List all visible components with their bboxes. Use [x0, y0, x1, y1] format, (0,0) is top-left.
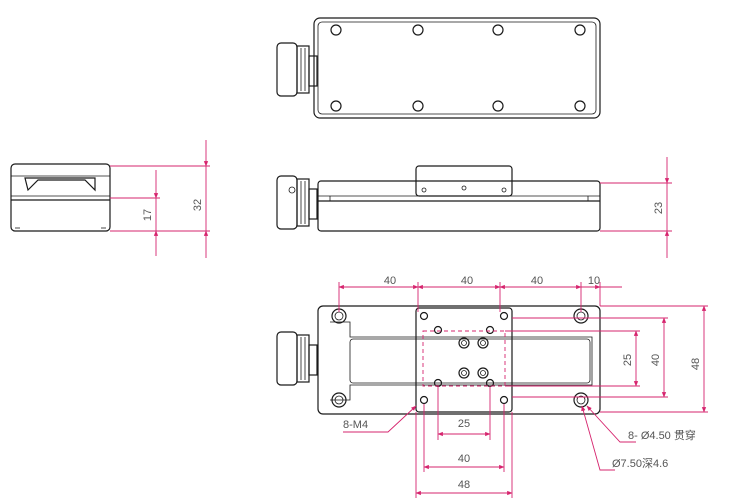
- dim-right-48: 48: [690, 358, 702, 370]
- carriage-plan: [415, 307, 513, 413]
- dim-bottom-25: 25: [458, 418, 470, 430]
- callout-counterbore: Ø7.50深4.6: [612, 457, 668, 470]
- front-view: [276, 165, 601, 232]
- dim-top-40-b: 40: [461, 275, 473, 287]
- front-view-dims: [600, 157, 672, 258]
- knob-top-view: [276, 42, 318, 97]
- plan-bottom-dims: [415, 386, 513, 498]
- knob-front-view: [276, 175, 318, 230]
- callout-thread: 8-M4: [343, 419, 368, 431]
- base-plan: [317, 305, 601, 415]
- dim-right-40: 40: [650, 354, 662, 366]
- dim-top-40-c: 40: [531, 275, 543, 287]
- corner-holes-plan: [331, 308, 589, 408]
- dim-32: 32: [192, 199, 204, 211]
- dim-bottom-48: 48: [458, 479, 470, 491]
- stage-body-top: [313, 17, 601, 119]
- end-view-dims: [110, 140, 210, 258]
- plan-view: [276, 305, 601, 415]
- dim-17: 17: [142, 209, 154, 221]
- knob-plan-view: [276, 331, 318, 386]
- end-view: [10, 163, 111, 232]
- top-view: [276, 17, 601, 119]
- plan-right-dims: [505, 305, 708, 413]
- plan-top-dims: [338, 282, 622, 312]
- base-front: [317, 180, 601, 232]
- callout-thru-hole: 8- Ø4.50 贯穿: [628, 428, 696, 442]
- dim-bottom-40: 40: [458, 453, 470, 465]
- mounting-holes-top: [330, 24, 586, 112]
- dim-top-10: 10: [588, 275, 600, 287]
- dim-top-40-a: 40: [384, 275, 396, 287]
- dim-right-25: 25: [622, 354, 634, 366]
- dim-23: 23: [653, 202, 665, 214]
- carriage-holes-plan: [419, 311, 509, 405]
- callout-leaders: [343, 405, 636, 471]
